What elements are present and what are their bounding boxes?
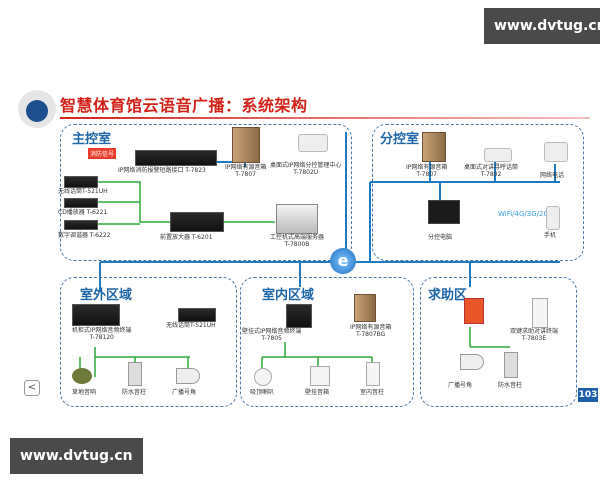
grass-speaker xyxy=(72,368,92,384)
network-phone xyxy=(544,142,568,162)
wall-speaker xyxy=(310,366,330,386)
network-hub-icon: e xyxy=(330,248,356,274)
wireless-mic-main xyxy=(64,176,98,188)
region-outdoor xyxy=(60,277,237,407)
mobile xyxy=(546,206,560,230)
desktop-paging-main xyxy=(298,134,328,152)
mobile-label: 手机 xyxy=(544,232,557,239)
horn-help xyxy=(460,354,484,370)
desktop-paging-main-label: 桌面式IP网络分控管理中心 T-7802U xyxy=(270,162,342,176)
horn-out xyxy=(176,368,200,384)
pre-amp xyxy=(170,212,224,232)
indoor-ip-speaker-label: IP网络有源音箱 T-7807BG xyxy=(350,324,392,338)
outdoor-mic xyxy=(178,308,216,322)
server xyxy=(276,204,318,234)
digital-tuner xyxy=(64,220,98,230)
indoor-column xyxy=(366,362,380,386)
region-sub-control xyxy=(372,124,584,261)
region-title-sub-control: 分控室 xyxy=(380,132,420,147)
fire-signal-badge: 消防信号 xyxy=(88,148,117,159)
ip-speaker-main-label: IP网络有源音箱 T-7807 xyxy=(225,164,267,178)
cd-player-label: CD播放器 T-6221 xyxy=(58,209,108,216)
computer-label: 分控电脑 xyxy=(428,234,453,241)
fire-alarm-interface-label: IP网络消防报警短路接口 T-7823 xyxy=(118,167,206,174)
network-phone-label: 网络电话 xyxy=(540,172,565,179)
server-label: 工控机式高端服务器 T-7800B xyxy=(270,234,325,248)
desktop-intercom-label: 桌面式对讲寻呼话筒 T-7802 xyxy=(464,164,519,178)
logo-icon xyxy=(18,90,56,128)
outdoor-receiver xyxy=(72,304,120,326)
horn-help-label: 广播号角 xyxy=(448,382,473,389)
waterproof-column-help-label: 防水音柱 xyxy=(498,382,523,389)
title-underline xyxy=(60,117,590,119)
watermark-bottom: www.dvtug.cn xyxy=(10,438,143,474)
region-title-help: 求助区 xyxy=(428,288,468,303)
page-title: 智慧体育馆云语音广播：系统架构 xyxy=(60,96,308,115)
digital-tuner-label: 数字调谐器 T-6222 xyxy=(58,232,111,239)
waterproof-column-out xyxy=(128,362,142,386)
indoor-receiver xyxy=(286,304,312,328)
wifi-label: WiFi/4G/3G/2G xyxy=(498,210,549,218)
waterproof-column-help xyxy=(504,352,518,378)
pre-amp-label: 前置放大器 T-6201 xyxy=(160,234,213,241)
computer xyxy=(428,200,460,224)
page-number: 103 xyxy=(578,388,598,402)
desktop-intercom xyxy=(484,148,512,162)
indoor-ip-speaker xyxy=(354,294,376,322)
outdoor-mic-label: 无线话筒T-521UH xyxy=(166,322,216,329)
cd-player xyxy=(64,198,98,208)
waterproof-column-out-label: 防水音柱 xyxy=(122,389,147,396)
fire-alarm-interface xyxy=(135,150,217,166)
ip-speaker-sub-label: IP网络有源音箱 T-7807 xyxy=(406,164,448,178)
horn-out-label: 广播号角 xyxy=(172,389,197,396)
ip-speaker-sub xyxy=(422,132,446,162)
indoor-receiver-label: 壁挂式IP网络音频终端 T-7805 xyxy=(242,328,302,342)
help-terminal-label: 双键求助对讲终端 T-7803E xyxy=(510,328,559,342)
region-title-main-control: 主控室 xyxy=(72,132,112,147)
region-title-indoor: 室内区域 xyxy=(262,288,315,303)
slide: 智慧体育馆云语音广播：系统架构 xyxy=(0,72,600,412)
region-title-outdoor: 室外区域 xyxy=(80,288,133,303)
outdoor-receiver-label: 机柜式IP网络音频终端 T-78120 xyxy=(72,327,132,341)
grass-speaker-label: 草地音响 xyxy=(72,389,97,396)
indoor-column-label: 室内音柱 xyxy=(360,389,385,396)
region-help xyxy=(420,277,577,407)
region-indoor xyxy=(240,277,414,407)
ceiling-speaker xyxy=(254,368,272,386)
help-terminal xyxy=(532,298,548,328)
wall-speaker-label: 壁挂音箱 xyxy=(305,389,330,396)
watermark-top: www.dvtug.cn xyxy=(484,8,600,44)
ip-speaker-main xyxy=(232,127,260,163)
help-terminal-red xyxy=(464,298,484,324)
region-main-control xyxy=(60,124,352,261)
prev-page-button[interactable]: < xyxy=(24,380,40,396)
ceiling-speaker-label: 吸顶喇叭 xyxy=(250,389,275,396)
wireless-mic-main-label: 无线话筒T-521UH xyxy=(58,188,108,195)
